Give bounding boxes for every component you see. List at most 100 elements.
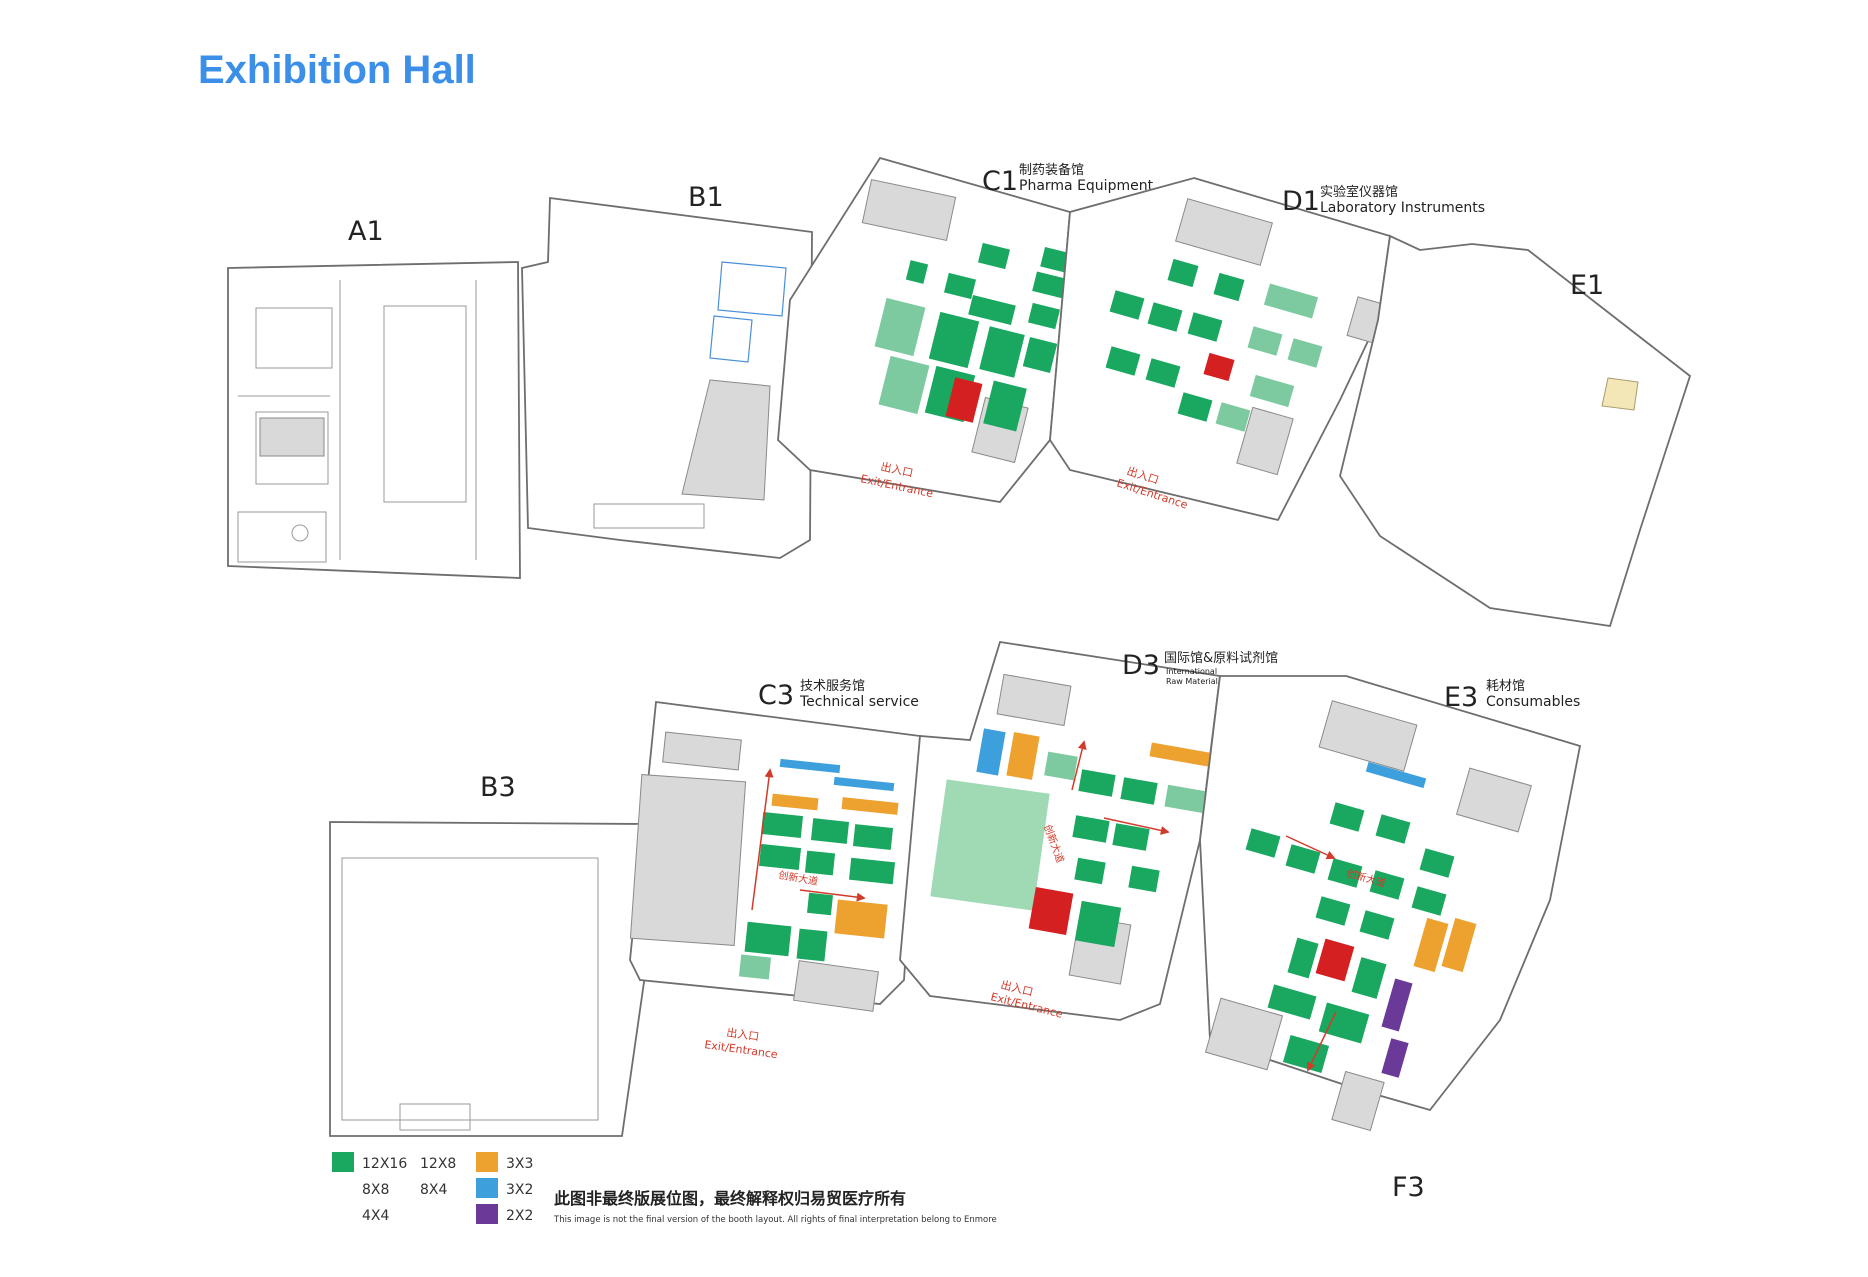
booth	[1359, 910, 1395, 940]
hall-d3-code: D3	[1122, 650, 1160, 681]
booth	[1318, 1002, 1370, 1044]
hall-d1-code: D1	[1282, 186, 1320, 217]
booth	[878, 355, 930, 415]
booth	[1375, 814, 1411, 844]
hall-f3-code: F3	[1392, 1172, 1425, 1203]
legend-label: 12X16	[362, 1156, 407, 1172]
legend-label: 3X3	[506, 1156, 533, 1172]
exit-cn: 出入口	[726, 1025, 761, 1043]
page-title: Exhibition Hall	[198, 48, 476, 92]
hall-d1-en: Laboratory Instruments	[1320, 200, 1485, 216]
booth	[928, 311, 980, 369]
hall-e3-code: E3	[1444, 682, 1478, 713]
booth	[1074, 857, 1106, 885]
booth	[796, 928, 828, 962]
booth	[1245, 828, 1281, 858]
booth	[1287, 338, 1323, 368]
booth	[1282, 1035, 1330, 1073]
booth	[1128, 865, 1160, 893]
booth	[1022, 337, 1058, 373]
booth	[1145, 358, 1181, 388]
hall-c1[interactable]	[777, 156, 1071, 503]
legend-swatch-purple	[476, 1204, 498, 1224]
booth	[1419, 848, 1455, 878]
booth	[771, 793, 819, 811]
booth	[1027, 302, 1061, 330]
disclaimer-en: This image is not the final version of t…	[553, 1215, 997, 1225]
hall-b3[interactable]	[329, 821, 661, 1137]
disclaimer-cn: 此图非最终版展位图，最终解释权归易贸医疗所有	[554, 1189, 906, 1208]
booth	[1441, 917, 1477, 973]
booth	[1267, 984, 1317, 1020]
booth	[834, 899, 888, 939]
legend-swatch-blue	[476, 1178, 498, 1198]
booth	[1327, 858, 1363, 888]
booth	[968, 294, 1016, 326]
hall-a1[interactable]	[227, 261, 521, 579]
legend-swatch-green	[332, 1152, 354, 1172]
booth	[874, 297, 926, 357]
booth	[1249, 374, 1295, 408]
aisle-arrow	[1307, 1011, 1337, 1072]
hall-d1[interactable]	[1049, 177, 1392, 522]
booth	[1263, 283, 1319, 319]
hall-c1-cn: 制药装备馆	[1019, 162, 1084, 178]
booth	[1167, 258, 1199, 288]
booth	[976, 728, 1006, 776]
booth	[1247, 326, 1283, 356]
booth	[1329, 802, 1365, 832]
booth	[979, 326, 1025, 378]
hall-c3-code: C3	[758, 680, 794, 711]
booth	[1112, 823, 1150, 851]
hall-e3-en: Consumables	[1486, 694, 1580, 710]
hall-e3-cn: 耗材馆	[1486, 679, 1525, 694]
lower-exit-c3[interactable]: 出入口 Exit/Entrance	[704, 1025, 779, 1061]
booth	[1287, 937, 1319, 979]
booth	[983, 380, 1027, 432]
booth	[1381, 978, 1413, 1032]
hall-b3-code: B3	[480, 772, 516, 803]
hall-e1[interactable]	[1339, 234, 1692, 628]
legend-label: 12X8	[420, 1156, 456, 1172]
hall-c1-title: C1 制药装备馆 Pharma Equipment	[982, 162, 1154, 197]
booth	[848, 857, 896, 885]
booth	[1187, 312, 1223, 342]
hall-d3[interactable]	[899, 640, 1222, 1021]
booth	[1215, 402, 1251, 432]
hall-e1-code: E1	[1570, 270, 1604, 301]
booth	[1074, 900, 1122, 948]
hall-c3-cn: 技术服务馆	[800, 678, 865, 694]
booth-highlight	[1028, 887, 1074, 935]
booth	[943, 272, 977, 300]
booth	[1164, 784, 1208, 814]
hall-b1[interactable]	[521, 196, 813, 559]
exit-cn: 出入口	[879, 459, 914, 480]
legend-label: 2X2	[506, 1208, 533, 1224]
hall-c3-booths	[738, 758, 899, 980]
hall-e3-title: E3 耗材馆 Consumables	[1444, 679, 1580, 713]
aisle-arrow	[799, 889, 866, 902]
legend: 12X16 12X8 8X8 8X4 4X4 3X3 3X2 2X2	[332, 1152, 533, 1224]
booth	[833, 776, 895, 792]
legend-label: 4X4	[362, 1208, 389, 1224]
aisle-arrow	[1071, 740, 1087, 791]
aisle-arrow	[1103, 817, 1170, 835]
booth	[738, 954, 772, 980]
booth	[1120, 777, 1158, 805]
hall-a1-code: A1	[348, 216, 384, 247]
booth	[977, 242, 1011, 270]
booth	[1109, 290, 1145, 320]
booth	[1285, 844, 1321, 874]
booth	[1177, 392, 1213, 422]
hall-d3-cn: 国际馆&原料试剂馆	[1164, 651, 1278, 666]
hall-d3-en1: International	[1166, 667, 1217, 676]
booth	[1078, 769, 1116, 797]
hall-b1-code: B1	[688, 182, 724, 213]
booth	[852, 824, 894, 850]
legend-swatch-orange	[476, 1152, 498, 1172]
booth-highlight	[1315, 938, 1355, 982]
hall-d1-title: D1 实验室仪器馆 Laboratory Instruments	[1282, 184, 1485, 217]
booth	[1351, 957, 1387, 999]
booth	[841, 797, 899, 815]
